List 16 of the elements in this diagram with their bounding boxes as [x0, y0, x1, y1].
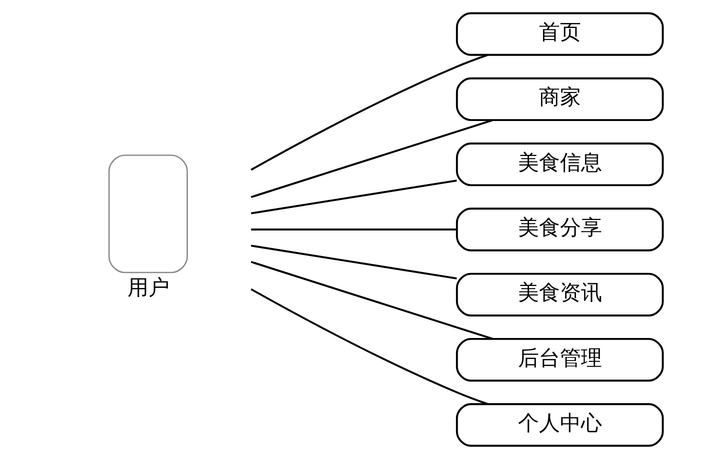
connector [250, 244, 457, 280]
node-box [108, 154, 188, 274]
node-box: 商家 [456, 77, 664, 122]
node-box: 后台管理 [456, 338, 664, 382]
connector [250, 54, 488, 171]
connector [251, 228, 457, 230]
node-label: 用户 [127, 275, 170, 300]
connector [250, 180, 457, 214]
connector [250, 288, 488, 405]
node-box: 美食分享 [456, 208, 664, 252]
connector [250, 260, 493, 340]
node-box: 个人中心 [456, 403, 664, 447]
node-box: 首页 [456, 12, 664, 56]
node-box: 美食资讯 [456, 272, 664, 316]
connector [250, 119, 493, 198]
node-box: 美食信息 [456, 142, 664, 186]
